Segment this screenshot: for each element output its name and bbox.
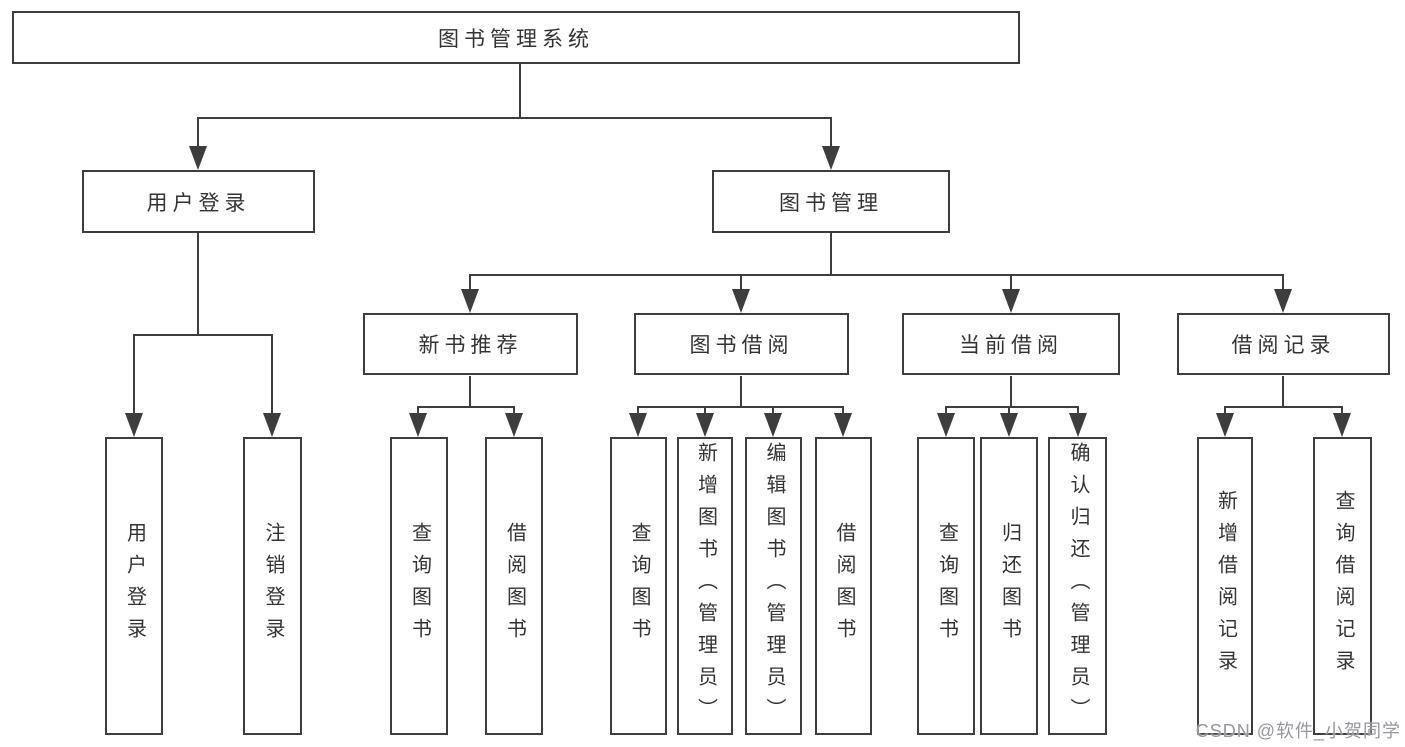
connector-recommend-to-leaves bbox=[417, 376, 515, 414]
node-root: 图书管理系统 bbox=[12, 11, 1020, 64]
arrowhead bbox=[505, 413, 523, 437]
arrowhead bbox=[189, 146, 207, 170]
arrowhead bbox=[834, 413, 852, 437]
leaf-add-borrow-record: 新增借阅记录 bbox=[1197, 437, 1253, 735]
leaf-borrow-books-recommend: 借阅图书 bbox=[485, 437, 543, 735]
arrowhead bbox=[764, 413, 782, 437]
arrowhead bbox=[409, 413, 427, 437]
node-label: 借阅记录 bbox=[1231, 334, 1336, 357]
node-label: 用户登录 bbox=[123, 522, 146, 650]
node-label: 确认归还（管理员） bbox=[1067, 442, 1089, 730]
connector-bookmgmt-to-level3 bbox=[469, 233, 1284, 290]
node-label: 查询图书 bbox=[628, 522, 650, 650]
csdn-watermark: CSDN @软件_小贺同学 bbox=[1195, 721, 1401, 741]
connector-root-to-level2 bbox=[197, 64, 832, 147]
leaf-confirm-return-admin: 确认归还（管理员） bbox=[1048, 437, 1107, 735]
node-current-borrow: 当前借阅 bbox=[902, 313, 1120, 375]
leaf-user-login: 用户登录 bbox=[105, 437, 163, 735]
arrowheads bbox=[125, 146, 1351, 437]
node-label: 图书管理系统 bbox=[438, 27, 594, 51]
leaf-add-book-admin: 新增图书（管理员） bbox=[677, 437, 733, 735]
leaf-query-borrow-record: 查询借阅记录 bbox=[1313, 437, 1372, 735]
arrowhead bbox=[1216, 413, 1234, 437]
node-label: 新书推荐 bbox=[418, 334, 523, 357]
node-borrow-records: 借阅记录 bbox=[1177, 313, 1390, 375]
leaf-return-book: 归还图书 bbox=[980, 437, 1038, 735]
arrowhead bbox=[461, 289, 479, 313]
connector-current-to-leaves bbox=[945, 376, 1079, 414]
leaf-query-books-borrow: 查询图书 bbox=[610, 437, 667, 735]
node-user-login: 用户登录 bbox=[82, 170, 315, 233]
arrowhead bbox=[1333, 413, 1351, 437]
arrowhead bbox=[1274, 289, 1292, 313]
node-label: 新增图书（管理员） bbox=[694, 442, 717, 730]
node-book-management: 图书管理 bbox=[712, 170, 950, 233]
node-label: 注销登录 bbox=[262, 522, 284, 650]
arrowhead bbox=[125, 413, 143, 437]
leaf-query-books-recommend: 查询图书 bbox=[390, 437, 448, 735]
node-label: 新增借阅记录 bbox=[1214, 490, 1237, 682]
node-label: 图书管理 bbox=[779, 191, 883, 215]
node-label: 查询图书 bbox=[408, 522, 431, 650]
node-label: 当前借阅 bbox=[959, 334, 1063, 357]
arrowhead bbox=[732, 289, 750, 313]
node-new-book-recommend: 新书推荐 bbox=[363, 313, 578, 375]
node-label: 查询借阅记录 bbox=[1332, 490, 1354, 682]
arrowhead bbox=[1002, 289, 1020, 313]
arrowhead bbox=[696, 413, 714, 437]
leaf-logout: 注销登录 bbox=[243, 437, 302, 735]
connector-userlogin-to-leaves bbox=[133, 233, 273, 414]
node-label: 归还图书 bbox=[998, 522, 1021, 650]
node-label: 图书借阅 bbox=[689, 334, 794, 357]
leaf-query-books-current: 查询图书 bbox=[917, 437, 975, 735]
arrowhead bbox=[263, 413, 281, 437]
leaf-edit-book-admin: 编辑图书（管理员） bbox=[745, 437, 802, 735]
node-book-borrow: 图书借阅 bbox=[634, 313, 849, 375]
connector-borrow-to-leaves bbox=[637, 376, 844, 414]
node-label: 查询图书 bbox=[935, 522, 958, 650]
node-label: 用户登录 bbox=[146, 191, 251, 215]
node-label: 借阅图书 bbox=[503, 522, 526, 650]
arrowhead bbox=[1000, 413, 1018, 437]
arrowhead bbox=[629, 413, 647, 437]
node-label: 借阅图书 bbox=[833, 522, 855, 650]
node-label: 编辑图书（管理员） bbox=[763, 442, 785, 730]
arrowhead bbox=[1069, 413, 1087, 437]
arrowhead bbox=[822, 146, 840, 170]
connector-records-to-leaves bbox=[1224, 376, 1343, 414]
leaf-borrow-books-borrow: 借阅图书 bbox=[815, 437, 872, 735]
arrowhead bbox=[937, 413, 955, 437]
